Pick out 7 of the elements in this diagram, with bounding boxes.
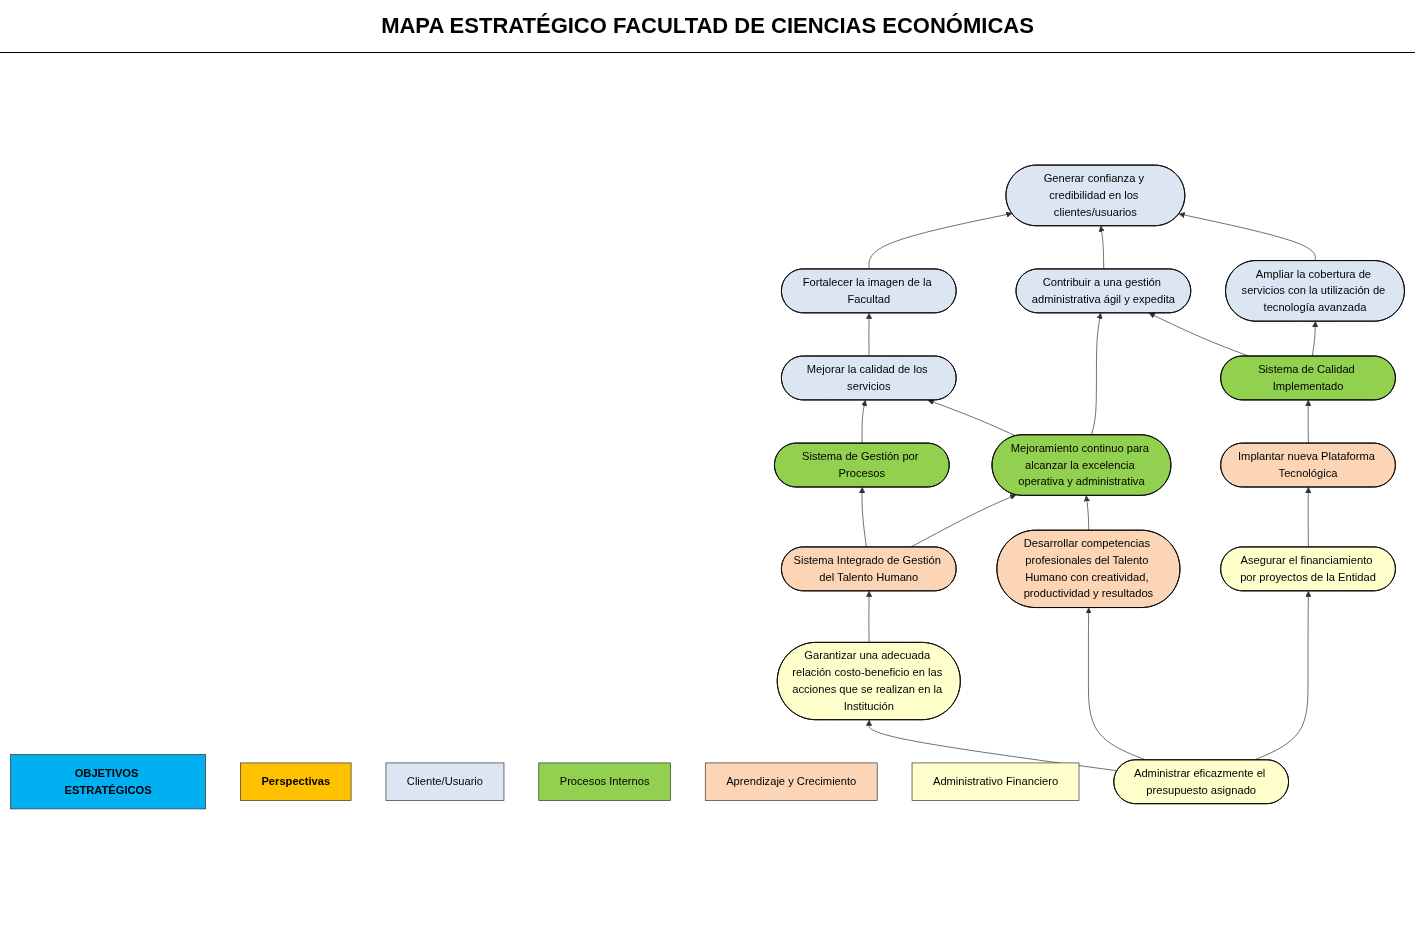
- node-box: Cliente/Usuario: [385, 762, 505, 801]
- node-box: Aprendizaje y Crecimiento: [704, 762, 878, 801]
- diagram-title: MAPA ESTRATÉGICO FACULTAD DE CIENCIAS ECONÓMICAS: [0, 0, 1415, 53]
- node-box: OBJETIVOS ESTRATÉGICOS: [10, 754, 206, 810]
- node-box: Administrativo Financiero: [911, 762, 1080, 801]
- node-box: Procesos Internos: [538, 762, 671, 801]
- node-box: Perspectivas: [240, 762, 352, 801]
